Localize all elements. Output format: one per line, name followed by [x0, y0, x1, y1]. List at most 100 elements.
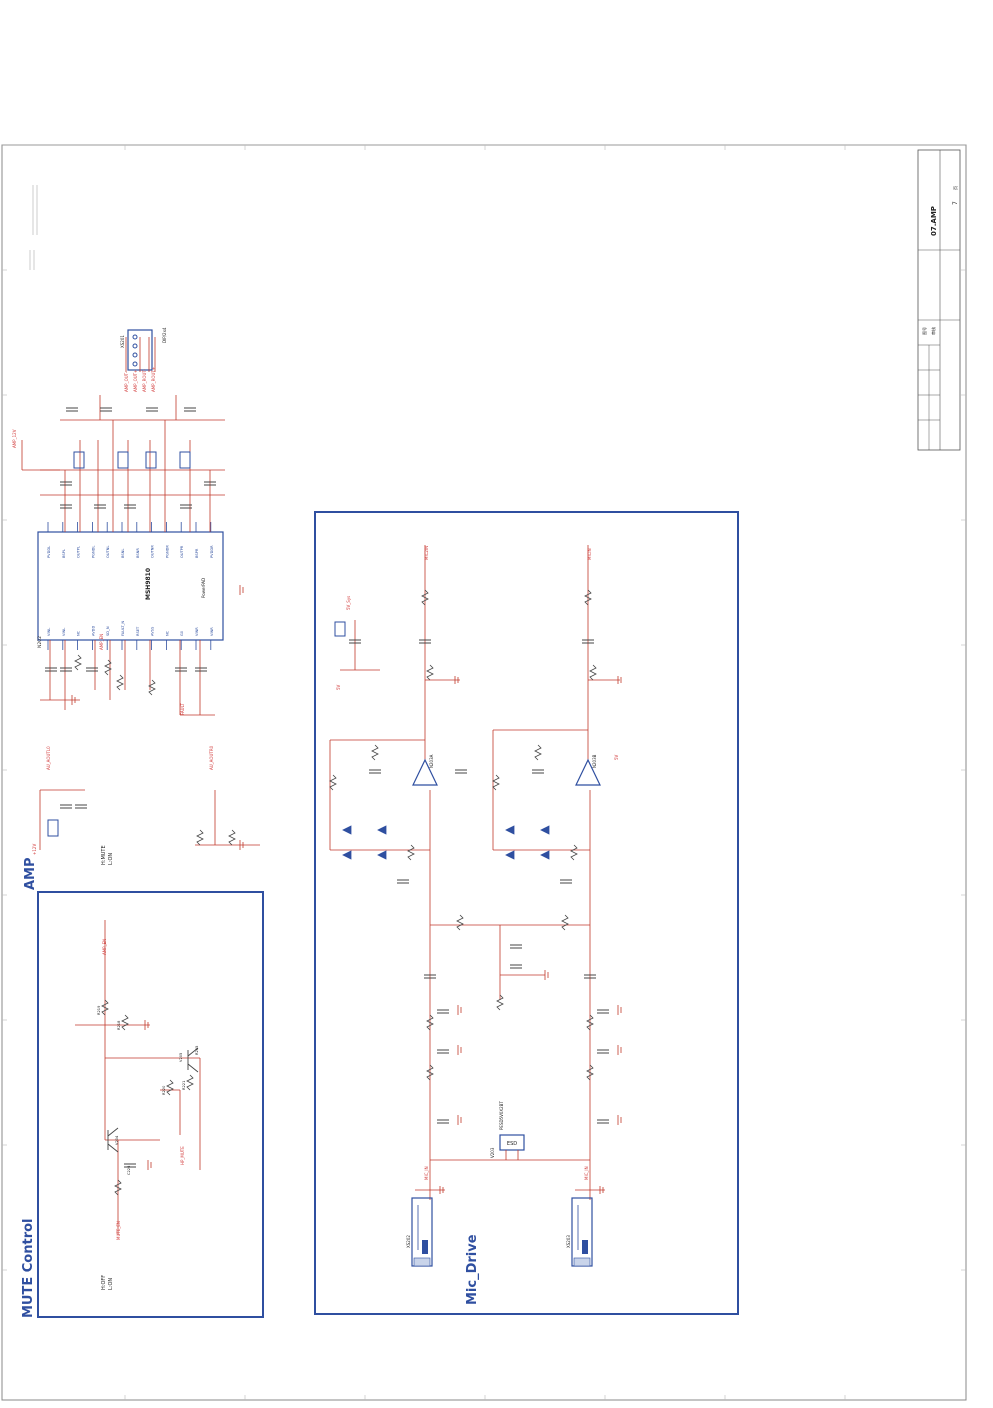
mic-in-net-1: MIC_IN	[424, 1166, 429, 1180]
esd-label: ESD	[507, 1141, 517, 1147]
revision-notes	[29, 185, 38, 270]
mute-part-designator: R218	[117, 1020, 121, 1030]
mute-sense-wires	[195, 790, 260, 846]
connector-pin-2: AMP_OUT+	[133, 370, 138, 392]
connector-pin-3: AMP_ROUT-	[142, 368, 147, 392]
output-inductors	[73, 451, 191, 469]
audio-in-left: AU_AOUTL0	[46, 746, 51, 770]
input-caps	[45, 667, 207, 672]
mute-note-2: L:ON	[108, 1278, 114, 1290]
chip-pin-label: AVSS	[151, 626, 155, 636]
jack-2-ref: XS203	[566, 1235, 571, 1248]
mic-drive-box	[314, 511, 739, 1315]
chip-pin-label: VINL	[62, 628, 66, 636]
mic-opamps	[412, 758, 601, 786]
output-capacitors	[60, 407, 216, 509]
mute-part-designator: V205	[179, 1053, 183, 1062]
title-label-3: 页	[953, 186, 958, 190]
input-wires	[40, 640, 215, 716]
mute-net-amp-en: AMP_EN	[102, 939, 107, 955]
chip-pin-label: FAULT_N	[121, 621, 125, 636]
mic-5v-net-2: 5V	[336, 684, 341, 690]
chip-pin-label: BSPR	[195, 548, 199, 558]
opamp-a-label: N203A	[429, 754, 434, 768]
speaker-connector: XS201 DIP/2x4 AMP_OUT- AMP_OUT+ AMP_ROUT…	[120, 327, 167, 392]
connector-pin-1: AMP_OUT-	[124, 371, 129, 392]
mute-part-designator: R220	[162, 1085, 166, 1095]
mic-diodes	[342, 825, 550, 860]
mic2in-net: MIC2IN	[424, 546, 429, 560]
mute-part-designator: R219	[97, 1005, 101, 1015]
title-block: 07.AMP 7 图号 审核 页	[917, 149, 961, 451]
audio-in-right: AU_AOUTR0	[209, 745, 214, 770]
opamp-b-label: N203B	[592, 754, 597, 768]
chip-pin-label: BSNL	[121, 549, 125, 558]
esd-part: PESD5V0X2BT	[499, 1101, 504, 1130]
supply-filter: +12V	[32, 789, 87, 855]
sheet-border	[1, 144, 967, 1401]
chip-pin-label: OUTPL	[77, 546, 81, 558]
chip-pin-label: RSET	[136, 626, 140, 636]
chip-pin-label: PVDDR	[210, 545, 214, 558]
chip-pin-label: PGNDL	[91, 546, 95, 558]
plus12v-net: +12V	[32, 844, 37, 855]
chip-pin-label: OUTPR	[180, 545, 184, 558]
mute-net-mute-en: MUTE_EN	[116, 1221, 121, 1240]
chip-pin-label: BSNR	[136, 548, 140, 558]
page-number: 7	[952, 201, 959, 205]
mic-drive-heading: Mic_Drive	[465, 1234, 480, 1305]
mute-control-box	[37, 891, 264, 1318]
chip-pin-label: AVDD	[91, 626, 95, 636]
ground-symbols	[71, 585, 622, 1194]
mute-control-heading: MUTE Control	[21, 1218, 36, 1318]
sheet-name: 07.AMP	[930, 206, 938, 236]
amp-en-net: AMP_EN	[99, 634, 104, 650]
powerpad-label: PowerPAD	[201, 578, 206, 598]
mute-wires	[75, 920, 201, 1235]
chip-pin-label: SD_N	[106, 626, 110, 636]
micin-net: MICIN	[587, 548, 592, 560]
chip-pin-label: NC	[165, 630, 169, 636]
mic-jack-2: XS203	[566, 1197, 593, 1267]
chip-pin-label: G0	[180, 630, 184, 636]
chip-pin-label: OUTNL	[106, 546, 110, 558]
chip-pin-label: PVDDL	[47, 546, 51, 558]
mute-part-designator: C226	[127, 1165, 131, 1175]
mic-resistors	[329, 589, 597, 1081]
amp-supply-net: AMP_12V	[12, 429, 17, 448]
border-ticks	[2, 145, 966, 1400]
chip-pin-label: PGNDR	[165, 545, 169, 558]
esd-device: ESD V203 PESD5V0X2BT	[490, 1101, 525, 1160]
mute-net-hp-mute: HP_MUTE	[180, 1146, 185, 1165]
chip-pin-label: OUTNR	[151, 545, 155, 558]
output-filter-wires	[40, 395, 225, 532]
mic-wires	[329, 545, 620, 1200]
mute-part-designator: V204	[115, 1135, 119, 1145]
mute-part-designator: R205	[195, 1046, 199, 1055]
mic-jack-1: XS202	[406, 1197, 433, 1267]
fault-net: FAULT	[180, 703, 185, 715]
mic-supply-inductor	[334, 621, 346, 637]
amp-heading: AMP	[23, 857, 38, 890]
amp-chip-ref: N202	[37, 636, 43, 648]
amp-note-1: H:MUTE	[101, 845, 107, 865]
mic-caps	[349, 639, 609, 1124]
title-label-1: 图号	[921, 327, 927, 335]
connector-part: DIP/2x4	[162, 327, 167, 343]
chip-pin-label: BSPL	[62, 549, 66, 558]
mute-transistors	[107, 1047, 199, 1153]
mic-5v-net: 5V	[614, 754, 619, 760]
mute-caps	[124, 1163, 136, 1168]
chip-pin-label: VINR	[195, 627, 199, 636]
chip-pin-label: VINL	[47, 628, 51, 636]
amp-chip-top-pins: PVDDL BSPL OUTPL PGNDL OUTNL BSNL BSNR OUTNR PGN…	[47, 522, 214, 558]
amp-note-2: L:ON	[108, 853, 114, 865]
mute-part-designator: R221	[182, 1081, 186, 1090]
amp-chip-part: MSH9810	[145, 568, 152, 600]
chip-pin-label: VINR	[210, 627, 214, 636]
title-label-2: 审核	[930, 327, 936, 335]
